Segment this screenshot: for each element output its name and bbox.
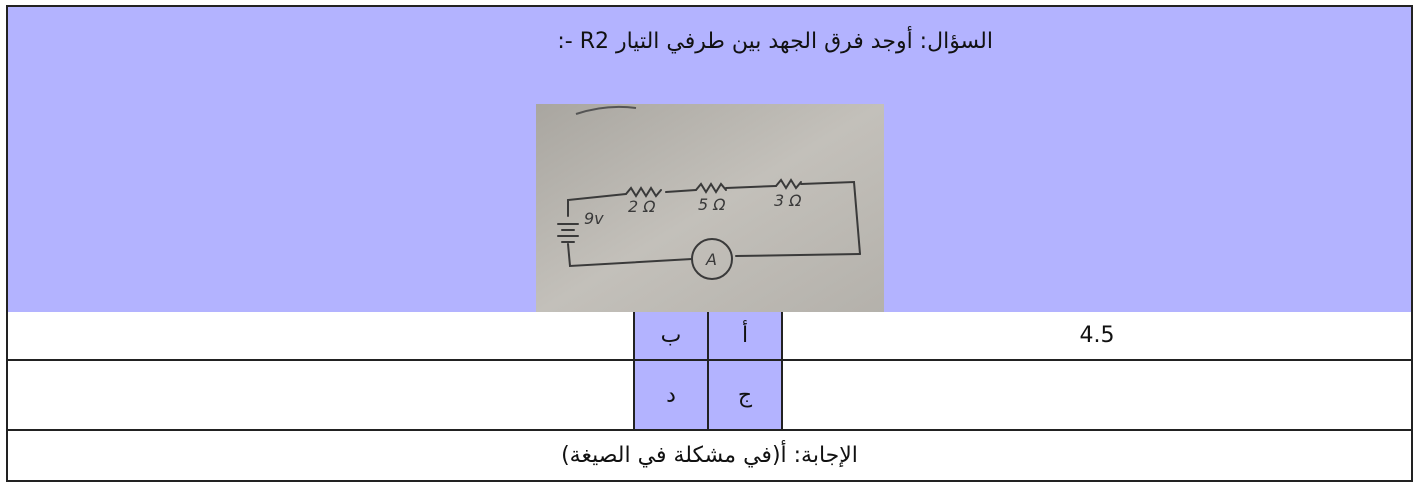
question-text: السؤال: أوجد فرق الجهد بين طرفي التيار R… xyxy=(557,29,993,54)
options-row-2: د ج xyxy=(8,361,1411,431)
resistor-1-label: 2 Ω xyxy=(628,197,656,216)
option-a-value: 4.5 xyxy=(781,312,1411,359)
question-panel: السؤال: أوجد فرق الجهد بين طرفي التيار R… xyxy=(8,7,1411,314)
resistor-3-label: 3 Ω xyxy=(774,191,802,210)
option-c-value xyxy=(781,361,1411,429)
resistor-2-label: 5 Ω xyxy=(698,195,726,214)
option-b-letter: ب xyxy=(633,312,707,359)
question-card: السؤال: أوجد فرق الجهد بين طرفي التيار R… xyxy=(6,5,1413,482)
option-d-value xyxy=(8,361,633,429)
option-c-letter: ج xyxy=(707,361,781,429)
ammeter-label: A xyxy=(705,250,717,269)
option-d-letter: د xyxy=(633,361,707,429)
circuit-photo: 9v 2 Ω 5 Ω 3 Ω A xyxy=(536,104,884,314)
circuit-wires xyxy=(557,178,861,280)
answer-text: الإجابة: أ(في مشكلة في الصيغة) xyxy=(561,443,858,468)
battery-label: 9v xyxy=(584,209,604,228)
circuit-diagram: 9v 2 Ω 5 Ω 3 Ω A xyxy=(536,104,884,314)
options-row-1: ب أ 4.5 xyxy=(8,312,1411,361)
option-a-letter: أ xyxy=(707,312,781,359)
option-b-value xyxy=(8,312,633,359)
